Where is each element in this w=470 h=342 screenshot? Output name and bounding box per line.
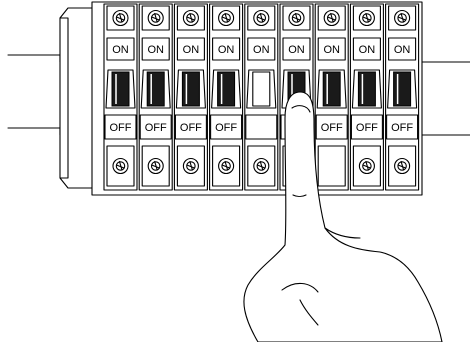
on-label: ON [147,44,164,56]
on-label: ON [394,44,411,56]
off-label: OFF [180,122,202,134]
screw-icon [253,9,270,27]
screw-icon [147,157,164,175]
screw-icon [218,9,235,27]
top-terminal [317,5,346,31]
breaker-toggle-switch[interactable] [387,69,418,109]
breaker-module: ON OFF [173,3,208,191]
on-label-box [106,37,135,61]
on-label: ON [323,44,340,56]
screw-icon [288,9,305,27]
top-terminal [352,5,381,31]
breaker-toggle-switch[interactable] [105,69,136,109]
off-label: OFF [110,122,132,134]
off-label: OFF [356,122,378,134]
top-terminal [247,5,276,31]
screw-icon [218,157,235,175]
bottom-terminal [212,145,241,187]
bottom-terminal [176,145,205,187]
breaker-toggle-switch[interactable] [211,69,242,109]
breaker-toggle-switch[interactable] [351,69,382,109]
top-terminal [282,5,311,31]
off-label-box [315,114,348,140]
off-label-box [104,114,137,140]
bottom-terminal [247,145,276,187]
off-label: OFF [321,122,343,134]
on-label: ON [183,44,200,56]
screw-icon [358,157,375,175]
breaker-toggle-switch[interactable] [140,69,171,109]
top-terminal [388,5,417,31]
breaker-module: ON OFF [314,3,349,191]
top-terminal [106,5,135,31]
off-label-box [350,114,383,140]
screw-icon [358,9,375,27]
bottom-terminal [352,145,381,187]
off-label: OFF [215,122,237,134]
on-label-box [352,37,381,61]
top-terminal [212,5,241,31]
breaker-toggle-switch[interactable] [316,69,347,109]
on-label: ON [112,44,129,56]
on-label-box [141,37,170,61]
on-label-box [212,37,241,61]
screw-icon [394,9,411,27]
off-label-box [174,114,207,140]
breaker-toggle-switch[interactable] [175,69,206,109]
bottom-terminal [141,145,170,187]
screw-icon [323,9,340,27]
breaker-module: ON OFF [103,3,138,191]
bottom-terminal [388,145,417,187]
screw-icon [112,157,129,175]
on-label: ON [288,44,305,56]
off-label: OFF [145,122,167,134]
off-label-box [139,114,172,140]
breaker-module: ON OFF [385,3,420,191]
breaker-module: ON [244,3,279,191]
top-terminal [176,5,205,31]
on-label-box [282,37,311,61]
screw-icon [147,9,164,27]
on-label: ON [359,44,376,56]
breaker-module: ON OFF [138,3,173,191]
screw-icon [394,157,411,175]
bottom-terminal [106,145,135,187]
breaker-module: ON OFF [349,3,384,191]
off-label-box [245,114,278,140]
top-terminal [141,5,170,31]
on-label-box [388,37,417,61]
breaker-module: ON OFF [209,3,244,191]
bottom-terminal [317,145,346,187]
on-label: ON [218,44,235,56]
on-label-box [176,37,205,61]
pointing-hand-icon [243,91,443,342]
off-label-box [386,114,419,140]
on-label: ON [253,44,270,56]
screw-icon [112,9,129,27]
screw-icon [253,157,270,175]
screw-icon [182,157,199,175]
off-label-box [210,114,243,140]
screw-icon [182,9,199,27]
off-label: OFF [391,122,413,134]
breaker-toggle-switch[interactable] [246,69,277,109]
breaker-row: ON OFF ON OFF ON OFF ON OFF ON ON ON OFF ON OFF ON OFF [103,3,420,191]
on-label-box [317,37,346,61]
on-label-box [247,37,276,61]
